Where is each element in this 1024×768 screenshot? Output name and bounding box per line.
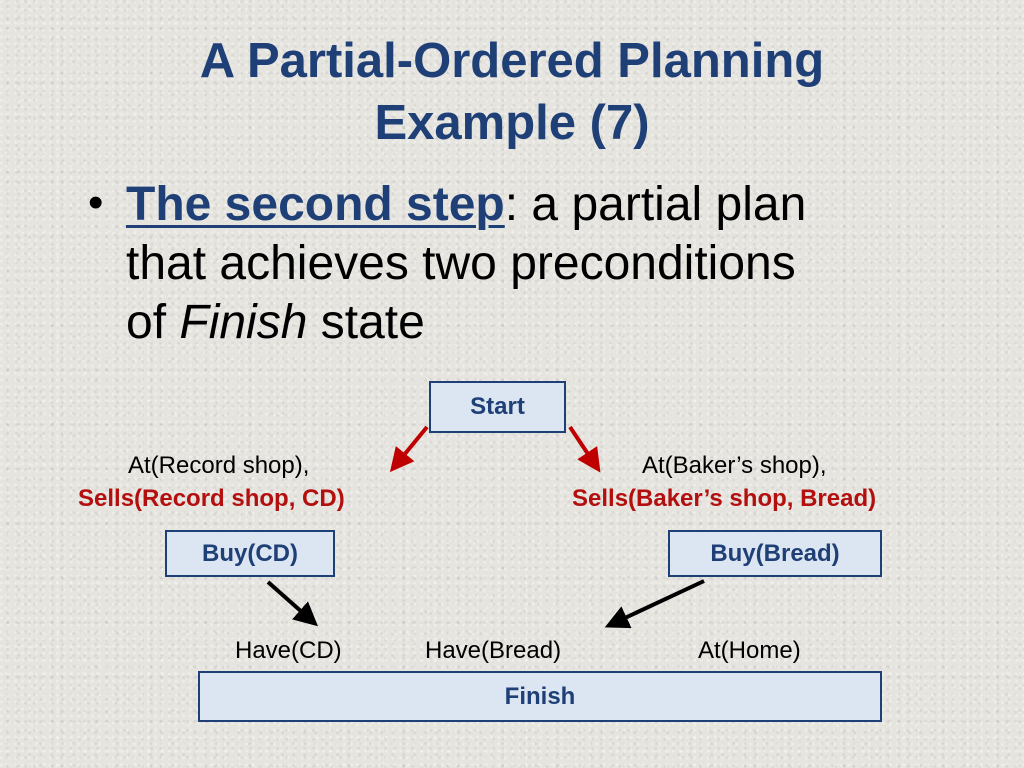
bullet-italic-finish: Finish: [179, 296, 308, 349]
bullet-text-part-2: that achieves two preconditions: [126, 237, 796, 290]
finish-box: Finish: [198, 671, 882, 722]
bullet-text-part-3: of: [126, 296, 180, 349]
start-box: Start: [429, 381, 566, 433]
title-line-1: A Partial-Ordered Planning: [199, 34, 825, 88]
bullet-text-part-4: state: [307, 296, 425, 349]
buy-bread-box: Buy(Bread): [668, 530, 882, 577]
bullet-text: The second step: a partial plan that ach…: [126, 175, 1006, 352]
arrow-start-to-left: [389, 425, 429, 473]
bullet-emphasis: The second step: [126, 178, 505, 231]
left-precondition-sells: Sells(Record shop, CD): [78, 485, 345, 512]
bullet-text-part-1: : a partial plan: [504, 178, 807, 231]
arrow-start-to-right: [568, 425, 601, 473]
left-precondition-at: At(Record shop),: [128, 452, 310, 479]
arrow-buybread-to-havebread: [604, 579, 705, 629]
slide-title: A Partial-Ordered Planning Example (7): [0, 30, 1024, 154]
buy-cd-box: Buy(CD): [165, 530, 335, 577]
bullet-marker: •: [88, 178, 104, 227]
have-cd-label: Have(CD): [235, 637, 342, 664]
arrow-buycd-to-havecd: [266, 580, 318, 627]
have-bread-label: Have(Bread): [425, 637, 562, 664]
right-precondition-sells: Sells(Baker’s shop, Bread): [572, 485, 877, 512]
title-line-2: Example (7): [374, 96, 650, 150]
right-precondition-at: At(Baker’s shop),: [642, 452, 827, 479]
at-home-label: At(Home): [698, 637, 801, 664]
